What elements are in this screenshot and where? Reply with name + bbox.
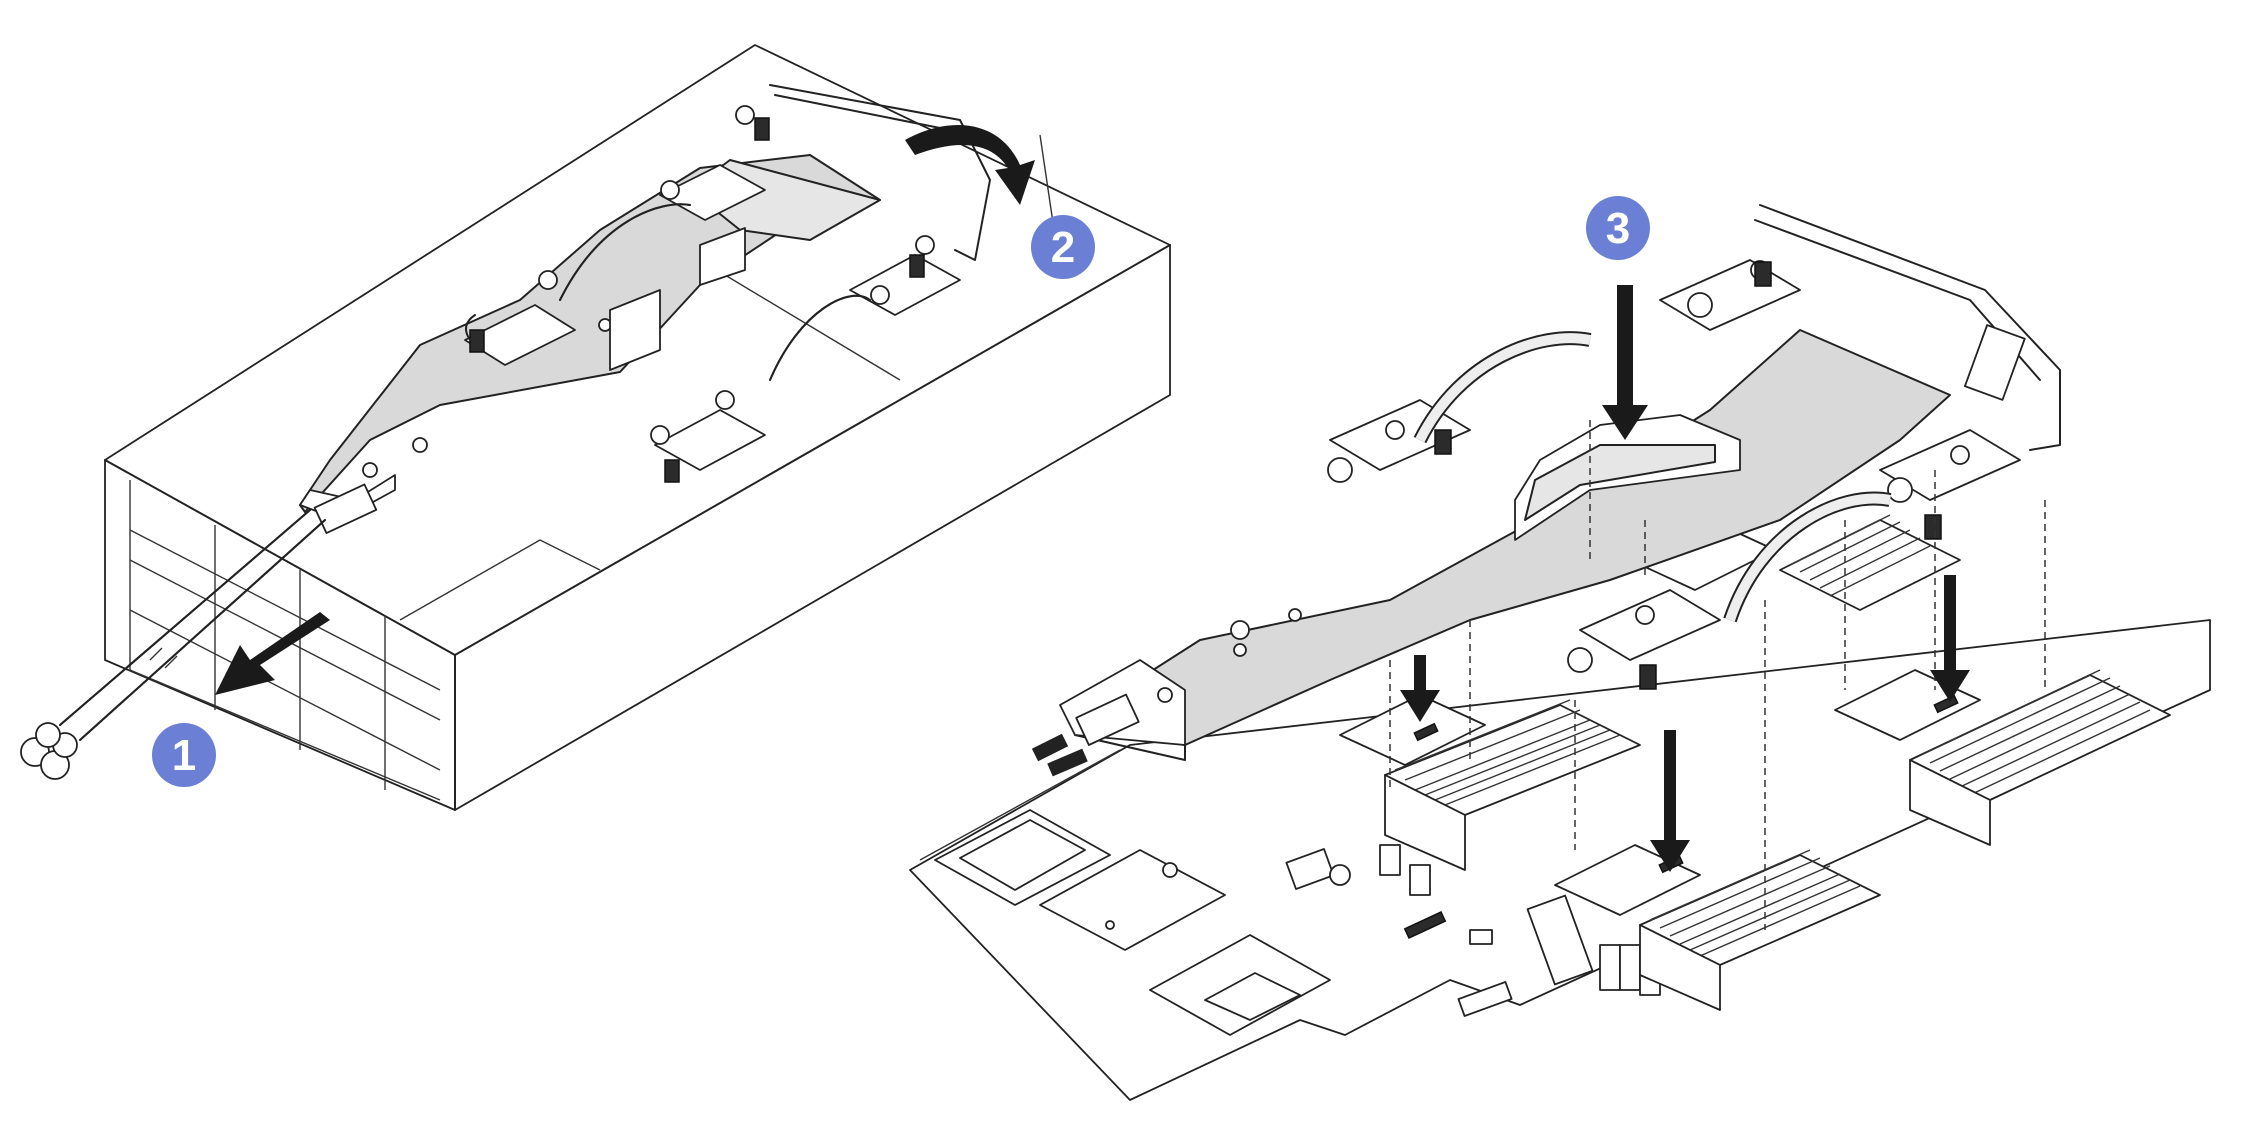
dimm-banks — [1384, 514, 2171, 1011]
right-cold-plate-assembly — [1031, 204, 2061, 777]
right-module-1 — [1327, 399, 1471, 483]
left-external-hoses — [20, 509, 326, 780]
left-module-3 — [650, 390, 766, 483]
left-module-2 — [659, 105, 770, 221]
left-module-4 — [849, 235, 961, 316]
pull-arrow-icon — [215, 612, 330, 695]
right-illustration — [909, 204, 2211, 1101]
right-cold-plate — [1074, 329, 1951, 746]
right-module-3 — [1659, 259, 1801, 331]
system-board — [909, 619, 2211, 1101]
step-badge-3: 3 — [1586, 196, 1650, 260]
step-badge-1: 1 — [152, 723, 216, 787]
left-cpu-modules — [464, 84, 991, 483]
dimm-bank-3 — [1779, 514, 1961, 611]
left-illustration — [20, 44, 1171, 811]
dimm-bank-1 — [1384, 699, 1641, 871]
step-number-3: 3 — [1606, 204, 1630, 253]
step-number-2: 2 — [1051, 223, 1075, 272]
dimm-bank-4 — [1909, 669, 2171, 846]
down-arrow-icon — [1400, 285, 1970, 872]
dimm-bank-2 — [1639, 849, 1881, 1011]
rotate-arrow-icon — [905, 125, 1035, 205]
alignment-guides — [1389, 420, 2046, 930]
cpu-socket-1 — [1339, 694, 1486, 766]
left-module-1 — [464, 270, 576, 366]
right-module-2 — [1567, 589, 1721, 690]
step-number-1: 1 — [172, 731, 196, 780]
right-module-4 — [1879, 429, 2021, 540]
step-badge-2: 2 — [1031, 215, 1095, 279]
chassis — [104, 44, 1171, 811]
